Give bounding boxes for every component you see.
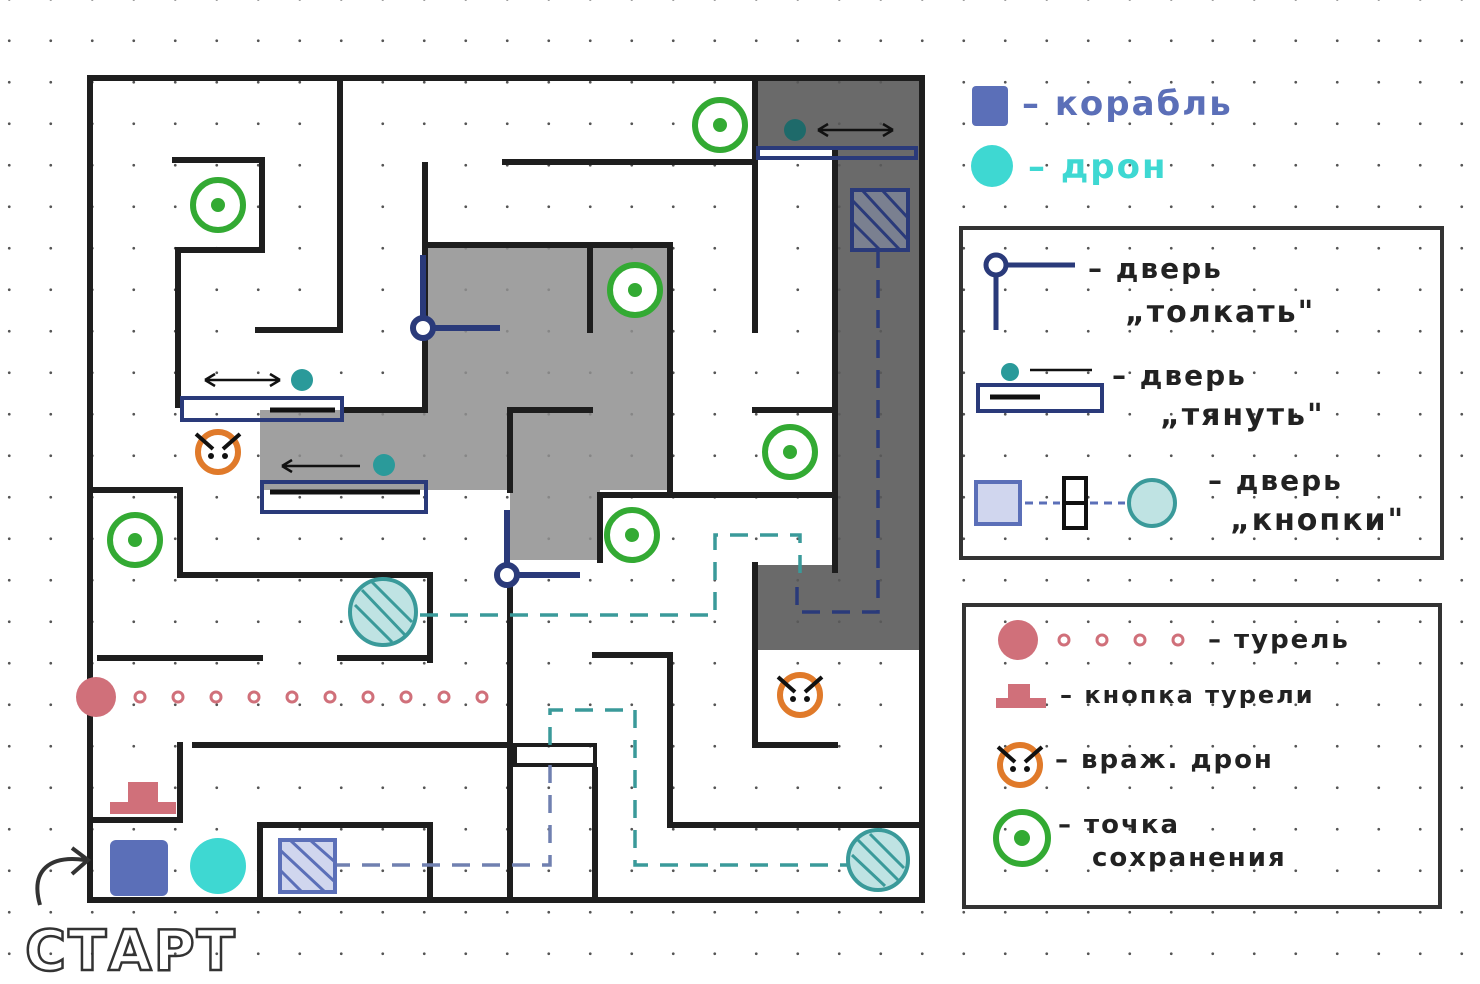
turret-shots: [133, 690, 489, 704]
legend-pull-door-icon: [976, 363, 1104, 413]
legend-pull-name: „тянуть": [1160, 398, 1325, 433]
legend-objects: – турель – кнопка турели – враж. дрон – …: [962, 603, 1442, 909]
legend-turret-button-icon: [996, 684, 1046, 708]
turret-button-icon: [110, 782, 176, 814]
legend-turret-button-label: – кнопка турели: [1060, 681, 1315, 709]
maze-walls: [87, 75, 925, 903]
legend-button-name: „кнопки": [1230, 503, 1405, 538]
legend-drone-icon: [971, 145, 1013, 187]
turret-shot-dot: [285, 690, 299, 704]
push-door: [494, 510, 580, 588]
turret-shot-dot: [475, 690, 489, 704]
legend-push-name: „толкать": [1125, 295, 1315, 330]
legend-pull-title: – дверь: [1112, 359, 1247, 392]
turret-shot-dot: [171, 690, 185, 704]
legend-push-title: – дверь: [1088, 252, 1223, 285]
button-door-circle: [348, 577, 418, 647]
save-point-icon: [107, 512, 163, 568]
dark-zone: [755, 78, 922, 650]
save-point-icon: [762, 424, 818, 480]
turret-shot-dot: [323, 690, 337, 704]
button-door-square: [278, 838, 337, 894]
save-point-icon: [604, 507, 660, 563]
legend-save-label-1: – точка: [1058, 810, 1180, 840]
button-door-square: [850, 188, 910, 252]
legend-ship-label: – корабль: [1022, 84, 1233, 124]
enemy-drones: [194, 429, 824, 718]
pull-door: [180, 369, 344, 422]
save-point-icon: [607, 262, 663, 318]
push-door: [410, 255, 500, 341]
legend-drone-label: – дрон: [1028, 147, 1167, 187]
turret-shot-dot: [209, 690, 223, 704]
pull-door: [756, 119, 918, 160]
legend-save-icon: [993, 809, 1051, 867]
enemy-drone-icon: [776, 672, 824, 718]
turret-shot-dot: [247, 690, 261, 704]
legend-button-door-icon: [974, 476, 1177, 530]
start-arrow-icon: [35, 846, 92, 906]
save-points: [107, 97, 818, 568]
turret-shot-dot: [437, 690, 451, 704]
legend-push-door-icon: [983, 252, 1075, 330]
turret-shot-dot: [133, 690, 147, 704]
legend-turret-label: – турель: [1208, 625, 1350, 655]
legend-ship-icon: [972, 86, 1008, 126]
save-point-icon: [190, 177, 246, 233]
button-door-links: [335, 250, 880, 867]
drone-icon: [190, 838, 246, 894]
turret-shot-dot: [399, 690, 413, 704]
ship-icon: [110, 840, 168, 896]
pull-door: [260, 454, 428, 514]
start-label: СТАРТ: [25, 919, 237, 984]
save-point-icon: [692, 97, 748, 153]
legend-enemy-label: – враж. дрон: [1055, 745, 1274, 775]
turret-shot-dot: [361, 690, 375, 704]
legend-save-label-2: сохранения: [1092, 843, 1287, 873]
legend-doors: – дверь „толкать" – дверь „тянуть" – две…: [959, 226, 1444, 560]
enemy-drone-icon: [194, 429, 242, 475]
enemy-drone-icon: [996, 742, 1044, 788]
turret: [76, 677, 489, 717]
legend-button-title: – дверь: [1208, 464, 1343, 497]
legend-turret-icon: [998, 620, 1038, 660]
button-door-circle: [846, 828, 910, 892]
